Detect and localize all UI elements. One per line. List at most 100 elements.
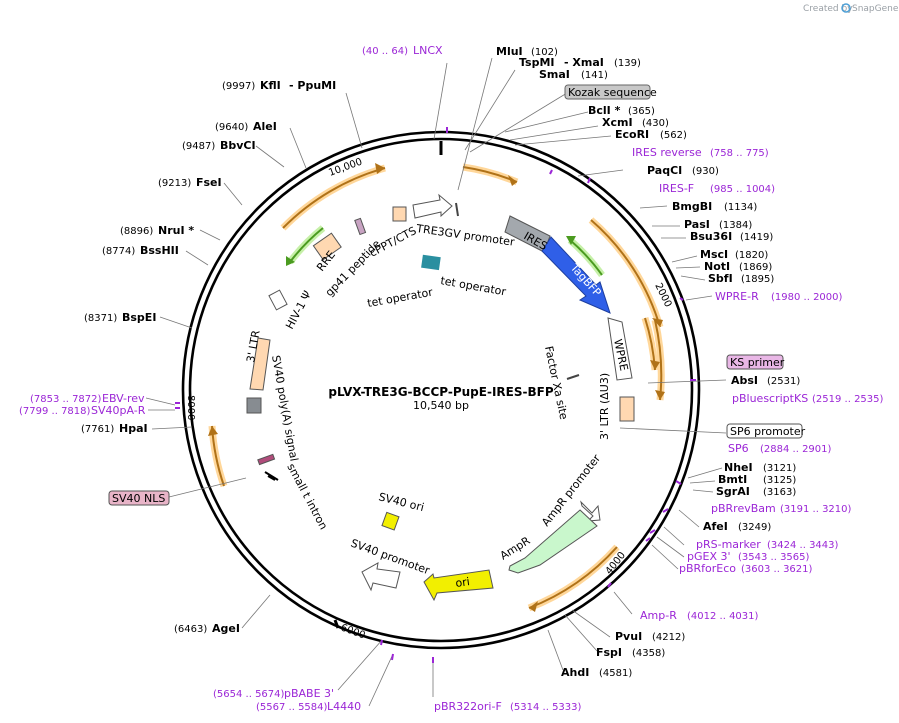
enzyme-name: BbvCI [220, 139, 256, 152]
enzyme-position: (2531) [767, 376, 800, 387]
kozak-box [564, 84, 651, 100]
tre3gv-promoter-shape [412, 193, 453, 219]
plasmid-size: 10,540 bp [413, 399, 469, 412]
small-t-intron-shape [264, 471, 279, 481]
feature-name: Factor Xa site [542, 345, 570, 421]
feature-name: SV40 ori [377, 490, 425, 514]
enzyme-position: (4212) [652, 632, 685, 643]
enzyme-name: EcoRI [615, 128, 649, 141]
orf-arrow [208, 425, 228, 488]
enzyme-name: BmtI [718, 473, 747, 486]
enzyme-position: (7761) [81, 424, 114, 435]
enzyme-name: MscI [700, 248, 728, 261]
enzyme-name: XcmI [602, 116, 633, 129]
enzyme-name: MluI [496, 45, 523, 58]
primer-name: SV40pA-R [91, 404, 146, 417]
primer-site-marks [175, 127, 696, 663]
primer-labels: (40 .. 64) LNCX IRES reverse (758 .. 775… [19, 44, 884, 713]
enzyme-position: (930) [692, 166, 719, 177]
enzyme-name: SbfI [708, 272, 733, 285]
enzyme-name: BspEI [122, 311, 156, 324]
backbone-inner-strand [188, 137, 694, 643]
enzyme-position: (4581) [599, 668, 632, 679]
orf-arrowhead [655, 390, 665, 400]
snapgene-logo-icon [841, 3, 851, 13]
plasmid-name: pLVX-TRE3G-BCCP-PupE-IRES-BFP [328, 385, 553, 399]
feature-name: tet operator [439, 274, 507, 298]
enzyme-name: PvuI [615, 630, 642, 643]
enzyme-name: BmgBI [672, 200, 712, 213]
enzyme-name: SmaI [539, 68, 570, 81]
enzyme-name: AfeI [703, 520, 728, 533]
tick-label: 8000 [185, 395, 196, 420]
orf-arrow [590, 219, 661, 328]
backbone-outer-strand [181, 130, 701, 650]
orf-arrowhead [375, 163, 385, 174]
enzyme-name: Bsu36I [690, 230, 732, 243]
primer-name: KS primer [730, 356, 785, 369]
hiv-psi-shape [268, 289, 288, 311]
primer-name: pBABE 3' [284, 687, 334, 700]
enzyme-name: BssHII [140, 244, 179, 257]
enzyme-position: (9213) [158, 178, 191, 189]
enzyme-position: (1384) [719, 220, 752, 231]
primer-name: LNCX [413, 44, 443, 57]
primer-arrowhead [566, 236, 576, 245]
feature-name: 3' LTR [244, 329, 263, 364]
primer-range: (2519 .. 2535) [812, 394, 884, 405]
ltr-3-prime-shape [249, 337, 271, 391]
primer-name: IRES reverse [632, 146, 702, 159]
credit-prefix: Created by [803, 4, 853, 14]
enzyme-name: KflI [260, 79, 281, 92]
primer-name: pBRforEco [679, 562, 736, 575]
enzyme-name: - PpuMI [289, 79, 336, 92]
feature-name: Kozak sequence [568, 86, 657, 99]
primer-name: pRS-marker [696, 538, 761, 551]
factor-xa-marker [566, 374, 580, 380]
primer-range: (3603 .. 3621) [741, 564, 813, 575]
enzyme-name: FseI [196, 176, 222, 189]
primer-range: (3424 .. 3443) [767, 540, 839, 551]
primer-range: (4012 .. 4031) [687, 611, 759, 622]
gp41-peptide-shape [354, 217, 367, 236]
primer-name: EBV-rev [102, 392, 145, 405]
ampr-feature-shape [508, 509, 598, 574]
enzyme-position: (6463) [174, 624, 207, 635]
primer-range: (2884 .. 2901) [760, 444, 832, 455]
enzyme-name: SgrAI [716, 485, 750, 498]
tick-mark-6000 [333, 619, 340, 629]
primer-arrowhead [286, 256, 295, 266]
enzyme-name: NruI * [158, 224, 194, 237]
cppt-shape [392, 206, 407, 222]
primer-name: SP6 [728, 442, 749, 455]
enzyme-position: (562) [660, 130, 687, 141]
enzyme-name: TspMI [519, 56, 555, 69]
primer-name: L4440 [327, 700, 361, 713]
enzyme-position: (1869) [739, 262, 772, 273]
feature-name: SV40 NLS [112, 492, 165, 505]
enzyme-position: (1895) [741, 274, 774, 285]
enzyme-name: AgeI [212, 622, 240, 635]
orf-arrowhead [529, 601, 538, 612]
tagbfp-feature-shape [541, 236, 611, 314]
feature-name: 3' LTR (ΔU3) [598, 373, 611, 440]
primer-range: (3543 .. 3565) [738, 552, 810, 563]
orf-arrow [282, 167, 386, 229]
enzyme-position: (3163) [763, 487, 796, 498]
primer-range: (5654 .. 5674) [213, 689, 285, 700]
feature-name: TRE3GV promoter [415, 222, 516, 249]
orf-arrowhead [208, 426, 218, 436]
feature-name: HIV-1 Ψ [283, 288, 314, 331]
primer-name: pGEX 3' [687, 550, 731, 563]
enzyme-position: (8896) [120, 226, 153, 237]
enzyme-position: (365) [628, 106, 655, 117]
enzyme-name: NotI [704, 260, 730, 273]
enzyme-name: AbsI [731, 374, 758, 387]
tick-label: 6000 [339, 622, 367, 641]
enzyme-name: PasI [684, 218, 710, 231]
factor-marker [455, 202, 459, 217]
primer-name: Amp-R [640, 609, 677, 622]
enzyme-position: (139) [614, 58, 641, 69]
primer-name: pBluescriptKS [732, 392, 808, 405]
